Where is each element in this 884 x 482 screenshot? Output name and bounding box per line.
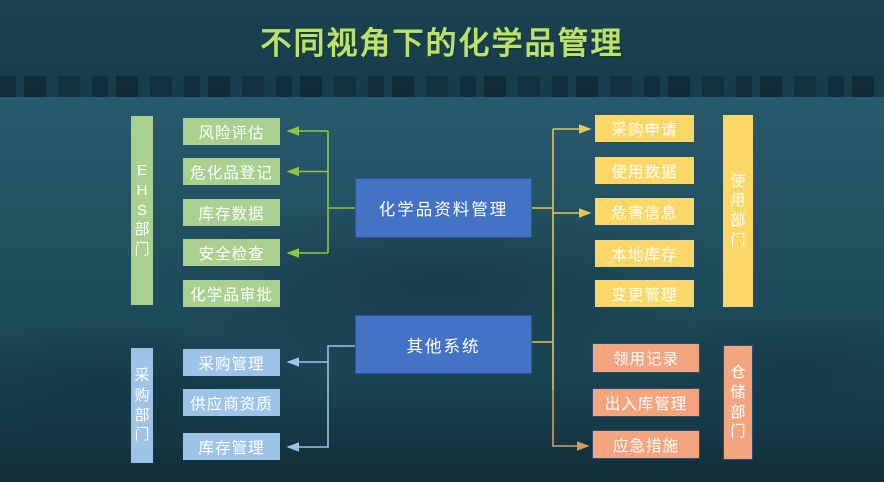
page-title: 不同视角下的化学品管理 — [260, 26, 624, 61]
bar-char: 门 — [134, 426, 150, 444]
node-inventory-data: 库存数据 — [183, 199, 280, 226]
ehs-department-bar: E H S 部 门 — [131, 116, 153, 305]
bar-char: 部 — [134, 406, 150, 424]
node-inout-warehouse-management: 出入库管理 — [592, 388, 700, 417]
bar-char: 部 — [134, 221, 150, 239]
bar-char: 部 — [730, 212, 746, 229]
bar-char: 用 — [730, 192, 746, 210]
node-other-systems: 其他系统 — [355, 315, 532, 374]
node-inventory-management: 库存管理 — [183, 433, 280, 460]
bar-char: 部 — [730, 403, 746, 421]
bar-char: 门 — [730, 423, 746, 441]
node-local-inventory: 本地库存 — [595, 240, 694, 267]
node-emergency-measures: 应急措施 — [592, 430, 700, 459]
usage-department-bar: 使 用 部 门 — [723, 115, 753, 307]
bar-char: E — [136, 162, 147, 180]
bar-char: 储 — [730, 383, 746, 401]
bar-char: 门 — [134, 241, 150, 259]
node-procurement-management: 采购管理 — [183, 349, 280, 376]
node-hazmat-registration: 危化品登记 — [183, 158, 280, 185]
bar-char: 使 — [730, 172, 746, 190]
node-requisition-record: 领用记录 — [592, 343, 700, 373]
node-chemical-data-management: 化学品资料管理 — [355, 178, 532, 238]
node-safety-inspection: 安全检查 — [183, 239, 280, 266]
bar-char: S — [136, 201, 147, 219]
node-purchase-request: 采购申请 — [595, 115, 694, 142]
bar-char: 采 — [134, 367, 150, 384]
bar-char: 仓 — [730, 364, 746, 381]
bar-char: 购 — [134, 386, 150, 404]
node-change-management: 变更管理 — [595, 280, 694, 307]
node-risk-assessment: 风险评估 — [183, 118, 280, 145]
warehouse-department-bar: 仓 储 部 门 — [723, 345, 753, 460]
bar-char: 门 — [730, 231, 746, 249]
bar-char: H — [136, 181, 148, 199]
node-supplier-qualification: 供应商资质 — [183, 389, 280, 416]
skyline-silhouette — [0, 76, 884, 97]
procurement-department-bar: 采 购 部 门 — [131, 348, 153, 463]
node-hazard-info: 危害信息 — [595, 198, 694, 225]
node-chemical-approval: 化学品审批 — [183, 280, 280, 307]
node-usage-data: 使用数据 — [595, 157, 694, 184]
